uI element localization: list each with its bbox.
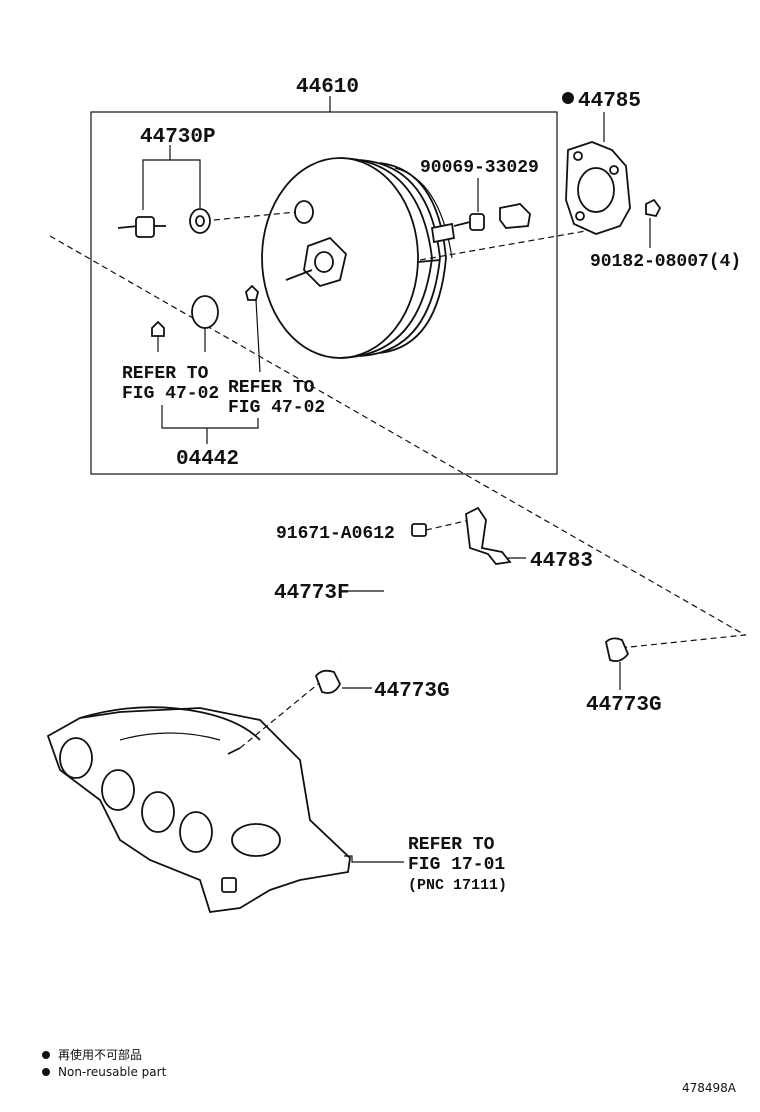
check-valve-icon [117, 216, 166, 238]
label-refer-mid-2: FIG 47-02 [228, 398, 325, 418]
label-refer-manifold-2: FIG 17-01 [408, 855, 505, 875]
check-valve-port-icon [294, 200, 314, 224]
manifold-leader-line [344, 855, 404, 863]
label-90182-08007: 90182-08007(4) [590, 252, 741, 272]
label-refer-mid-1: REFER TO [228, 378, 315, 398]
label-44785: 44785 [578, 90, 641, 113]
valve-dashed-line [213, 211, 297, 221]
label-refer-left-2: FIG 47-02 [122, 384, 219, 404]
clevis-icon [499, 203, 531, 229]
clamp-bracket-icon [465, 506, 512, 565]
gasket-plate-icon [565, 141, 631, 235]
legend-bullet-jp-icon [42, 1051, 50, 1059]
brake-booster-drawing [261, 157, 456, 359]
legend-bullet-en-icon [42, 1068, 50, 1076]
clip-pin-icon [245, 284, 259, 301]
stud-to-nut-dashed-line [419, 224, 621, 261]
hose-clip-right-icon [605, 637, 630, 663]
flange-nut-icon [645, 198, 662, 218]
vacuum-hose-icon [336, 544, 600, 666]
pushrod-boss-icon [303, 236, 347, 288]
grommet-icon [189, 208, 211, 234]
label-refer-manifold-1: REFER TO [408, 835, 495, 855]
non-reusable-marker-icon [562, 92, 574, 104]
label-refer-manifold-3: (PNC 17111) [408, 877, 507, 894]
label-44783: 44783 [530, 550, 593, 573]
bolt-icon [411, 523, 427, 537]
clevis-nut-icon [469, 213, 485, 231]
label-90069-33029: 90069-33029 [420, 158, 539, 178]
diagram-id: 478498A [682, 1081, 737, 1095]
label-44773f: 44773F [274, 582, 350, 605]
label-44773g-left: 44773G [374, 680, 450, 703]
legend-en: Non-reusable part [58, 1065, 167, 1079]
label-04442: 04442 [176, 448, 239, 471]
label-44610: 44610 [296, 76, 359, 99]
small-nut-icon [151, 320, 165, 337]
o-ring-icon [191, 295, 219, 329]
booster-assembly-frame [90, 111, 558, 475]
label-44773g-right: 44773G [586, 694, 662, 717]
legend-jp: 再使用不可部品 [58, 1047, 142, 1062]
check-valve-bracket-line [142, 159, 201, 210]
intake-manifold-drawing [46, 706, 351, 913]
hose-clip-left-icon [314, 669, 342, 694]
label-refer-left-1: REFER TO [122, 364, 209, 384]
label-44730p: 44730P [140, 126, 216, 149]
label-91671-a0612: 91671-A0612 [276, 524, 395, 544]
repair-kit-bracket-line [161, 405, 259, 429]
mount-reference-dashed-line [49, 235, 747, 649]
